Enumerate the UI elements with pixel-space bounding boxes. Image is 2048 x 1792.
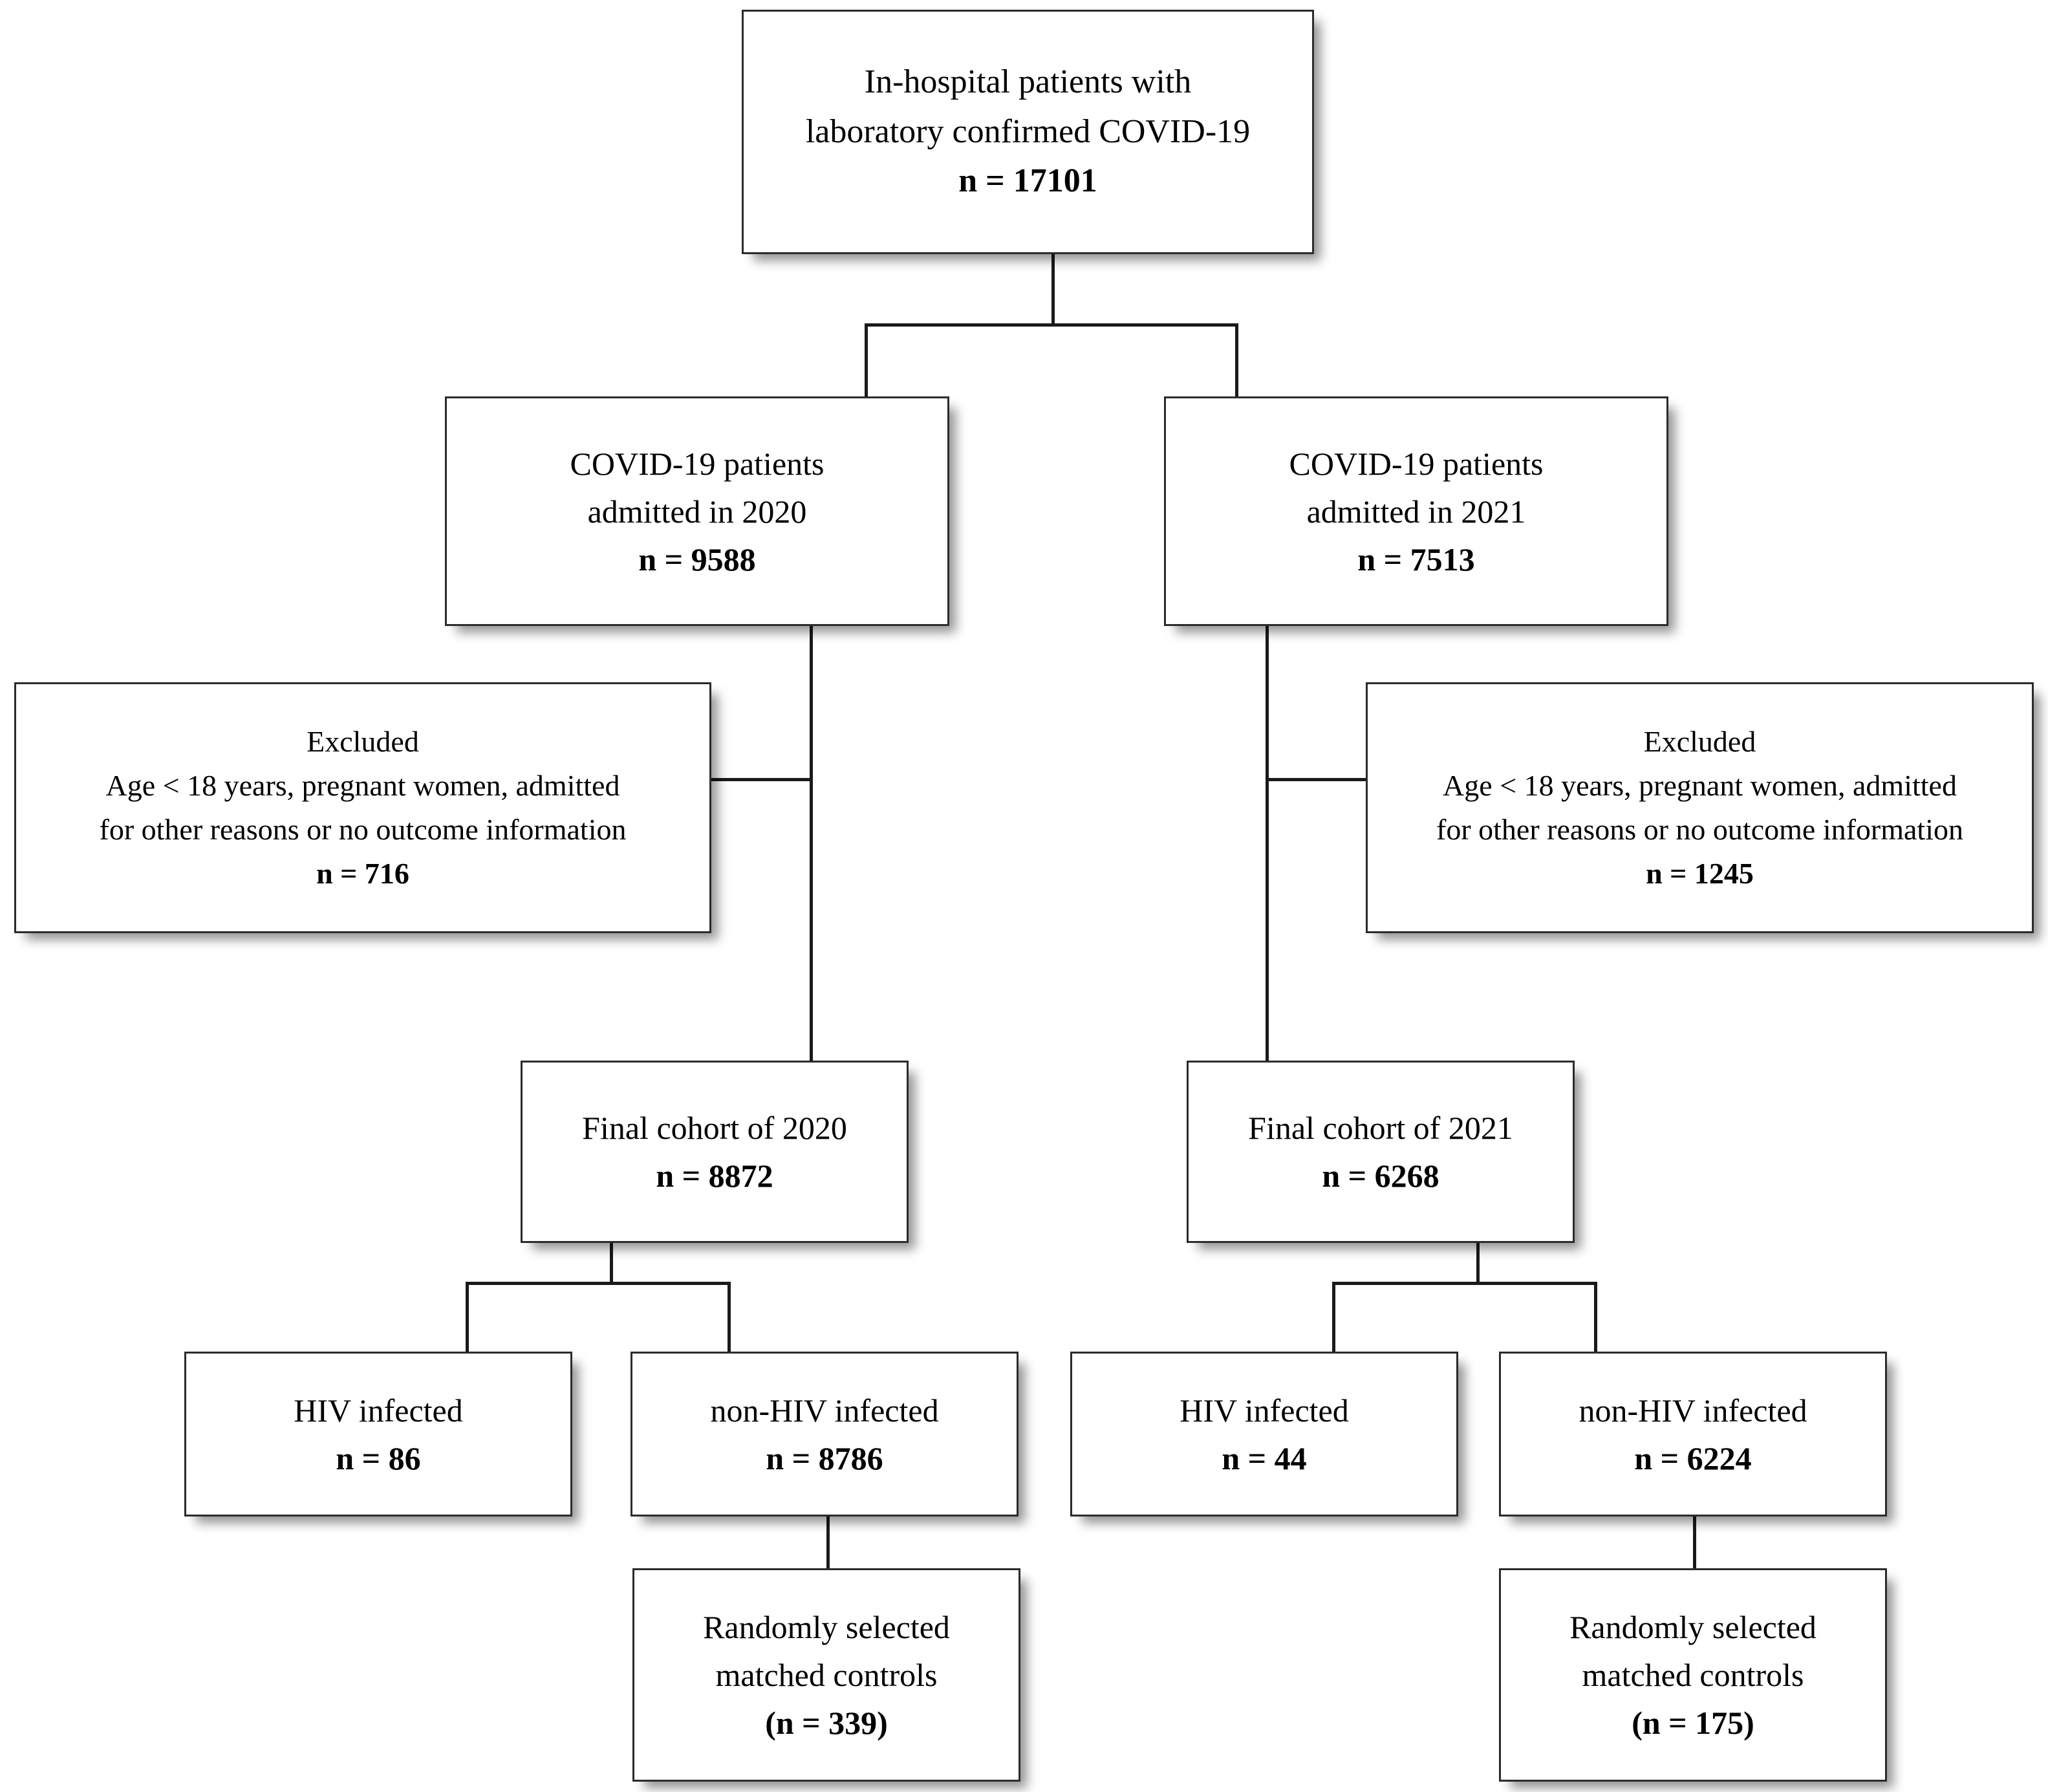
node-cohort-2021-line1: COVID-19 patients	[1289, 445, 1544, 482]
node-final-2021[interactable]: Final cohort of 2021 n = 6268	[1187, 1061, 1575, 1243]
edge-2021-to-excluded	[1266, 778, 1368, 781]
node-final-2020-count: n = 8872	[656, 1158, 773, 1194]
edge-final2021-stem	[1476, 1242, 1480, 1284]
node-final-2021-count: n = 6268	[1322, 1158, 1439, 1194]
node-nonhiv-2021[interactable]: non-HIV infected n = 6224	[1499, 1352, 1887, 1517]
node-root-count: n = 17101	[958, 162, 1097, 200]
node-cohort-2021-line2: admitted in 2021	[1306, 493, 1526, 530]
node-nonhiv-2020-line1: non-HIV infected	[710, 1392, 939, 1429]
node-nonhiv-2021-line1: non-HIV infected	[1579, 1392, 1807, 1429]
node-controls-2020-line2: matched controls	[715, 1657, 938, 1693]
node-final-2021-line1: Final cohort of 2021	[1248, 1110, 1513, 1146]
node-excluded-2021-count: n = 1245	[1646, 857, 1754, 891]
edge-final2021-to-hiv	[1332, 1282, 1335, 1352]
node-root-line1: In-hospital patients with	[864, 63, 1192, 100]
node-excluded-2020[interactable]: Excluded Age < 18 years, pregnant women,…	[14, 682, 711, 933]
node-controls-2020-count: (n = 339)	[765, 1705, 888, 1741]
node-excluded-2020-count: n = 716	[316, 857, 409, 891]
node-nonhiv-2021-count: n = 6224	[1634, 1440, 1752, 1476]
node-excluded-2020-line1: Excluded	[307, 724, 419, 758]
node-controls-2020[interactable]: Randomly selected matched controls (n = …	[632, 1568, 1020, 1782]
node-controls-2021-count: (n = 175)	[1632, 1705, 1754, 1741]
edge-root-stem	[1051, 254, 1055, 325]
edge-root-to-2020	[865, 323, 868, 396]
node-controls-2021-line1: Randomly selected	[1569, 1609, 1816, 1645]
edge-root-split-bar	[865, 323, 1238, 327]
node-excluded-2021[interactable]: Excluded Age < 18 years, pregnant women,…	[1366, 682, 2034, 933]
node-root[interactable]: In-hospital patients with laboratory con…	[742, 10, 1314, 254]
edge-final2021-to-nonhiv	[1594, 1282, 1597, 1352]
node-excluded-2020-line2: Age < 18 years, pregnant women, admitted	[105, 768, 620, 802]
edge-2020-trunk	[810, 624, 813, 1061]
node-controls-2020-line1: Randomly selected	[703, 1609, 950, 1645]
edge-2021-trunk	[1266, 624, 1269, 1061]
node-root-line2: laboratory confirmed COVID-19	[805, 113, 1251, 150]
node-excluded-2021-line2: Age < 18 years, pregnant women, admitted	[1443, 768, 1957, 802]
edge-final2020-stem	[610, 1242, 613, 1284]
node-cohort-2020-line2: admitted in 2020	[587, 493, 807, 530]
node-hiv-2020-line1: HIV infected	[294, 1392, 463, 1429]
edge-final2021-split-bar	[1332, 1282, 1597, 1285]
node-hiv-2020-count: n = 86	[336, 1440, 421, 1476]
node-cohort-2021-count: n = 7513	[1357, 541, 1475, 578]
node-cohort-2020-line1: COVID-19 patients	[570, 445, 825, 482]
node-cohort-2020-count: n = 9588	[638, 541, 756, 578]
node-excluded-2021-line1: Excluded	[1643, 724, 1756, 758]
node-excluded-2020-line3: for other reasons or no outcome informat…	[99, 813, 627, 846]
edge-final2020-split-bar	[466, 1282, 731, 1285]
node-nonhiv-2020[interactable]: non-HIV infected n = 8786	[631, 1352, 1019, 1517]
node-excluded-2021-line3: for other reasons or no outcome informat…	[1436, 813, 1963, 846]
edge-final2020-to-hiv	[466, 1282, 469, 1352]
edge-2020-to-excluded	[709, 778, 812, 781]
node-hiv-2021-count: n = 44	[1222, 1440, 1307, 1476]
edge-final2020-to-nonhiv	[728, 1282, 731, 1352]
node-controls-2021-line2: matched controls	[1582, 1657, 1804, 1693]
node-hiv-2021-line1: HIV infected	[1180, 1392, 1349, 1429]
node-nonhiv-2020-count: n = 8786	[766, 1440, 883, 1476]
node-final-2020[interactable]: Final cohort of 2020 n = 8872	[521, 1061, 909, 1243]
node-hiv-2021[interactable]: HIV infected n = 44	[1070, 1352, 1458, 1517]
edge-nonhiv2021-to-controls	[1693, 1517, 1696, 1568]
node-cohort-2021[interactable]: COVID-19 patients admitted in 2021 n = 7…	[1164, 396, 1668, 626]
node-controls-2021[interactable]: Randomly selected matched controls (n = …	[1499, 1568, 1887, 1782]
node-hiv-2020[interactable]: HIV infected n = 86	[184, 1352, 572, 1517]
edge-root-to-2021	[1235, 323, 1238, 396]
node-final-2020-line1: Final cohort of 2020	[582, 1110, 847, 1146]
edge-nonhiv2020-to-controls	[826, 1517, 830, 1568]
node-cohort-2020[interactable]: COVID-19 patients admitted in 2020 n = 9…	[445, 396, 949, 626]
